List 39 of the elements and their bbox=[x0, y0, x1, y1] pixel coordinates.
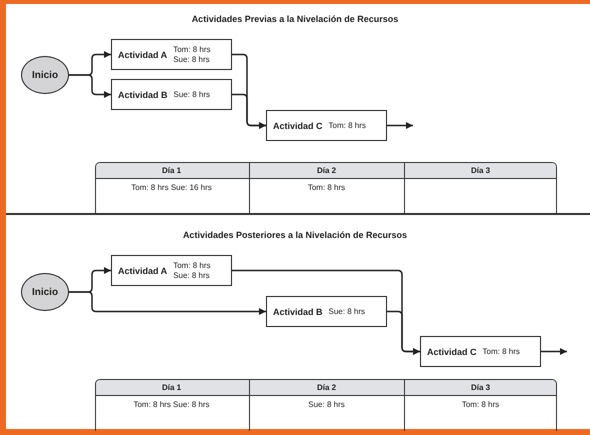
arrow bbox=[541, 348, 567, 355]
column-header: Día 3 bbox=[404, 380, 556, 396]
table-cell: Tom: 8 hrs bbox=[404, 396, 556, 431]
resource-hours: Tom: 8 hrs Sue: 8 hrs bbox=[173, 44, 212, 64]
table-cell-text: Tom: 8 hrs Sue: 8 hrs bbox=[132, 399, 211, 411]
arrow bbox=[69, 74, 111, 98]
arrow bbox=[387, 310, 420, 355]
column-header: Día 1 bbox=[96, 380, 248, 396]
activity-name: Actividad C bbox=[427, 346, 477, 356]
column-header: Día 2 bbox=[248, 163, 404, 179]
section-heading: Actividades Posteriores a la Nivelación de Recursos bbox=[182, 230, 408, 240]
resource-hours: Sue: 8 hrs bbox=[174, 90, 211, 100]
table-cell: Tom: 8 hrs bbox=[248, 179, 404, 214]
activity-box bbox=[111, 39, 232, 70]
section-heading: Actividades Previas a la Nivelación de Recursos bbox=[190, 14, 400, 24]
table-cell: Sue: 8 hrs bbox=[248, 396, 404, 431]
start-ellipse: Inicio bbox=[21, 56, 69, 94]
resource-hours: Tom: 8 hrs bbox=[328, 120, 367, 130]
activity-box bbox=[420, 336, 541, 367]
activity-name: Actividad B bbox=[273, 306, 323, 316]
column-header: Día 2 bbox=[248, 380, 404, 396]
activity-box bbox=[266, 296, 387, 327]
column-header: Día 3 bbox=[404, 163, 556, 179]
arrow bbox=[387, 122, 413, 129]
column-header: Día 1 bbox=[96, 163, 248, 179]
arrow bbox=[232, 94, 266, 129]
activity-name: Actividad C bbox=[273, 120, 323, 130]
activity-name: Actividad A bbox=[118, 50, 168, 60]
activity-name: Actividad A bbox=[118, 266, 168, 276]
start-ellipse: Inicio bbox=[21, 273, 69, 311]
activity-box bbox=[111, 255, 232, 286]
resource-hours: Sue: 8 hrs bbox=[328, 306, 366, 316]
resource-hours: Tom: 8 hrs Sue: 8 hrs bbox=[173, 260, 212, 280]
activity-box bbox=[111, 79, 232, 110]
activity-box bbox=[266, 110, 387, 141]
resource-hours: Tom: 8 hrs bbox=[482, 346, 521, 356]
table-cell-text: Tom: 8 hrs Sue: 16 hrs bbox=[130, 182, 213, 194]
arrow bbox=[69, 291, 266, 315]
activity-name: Actividad B bbox=[118, 90, 168, 100]
